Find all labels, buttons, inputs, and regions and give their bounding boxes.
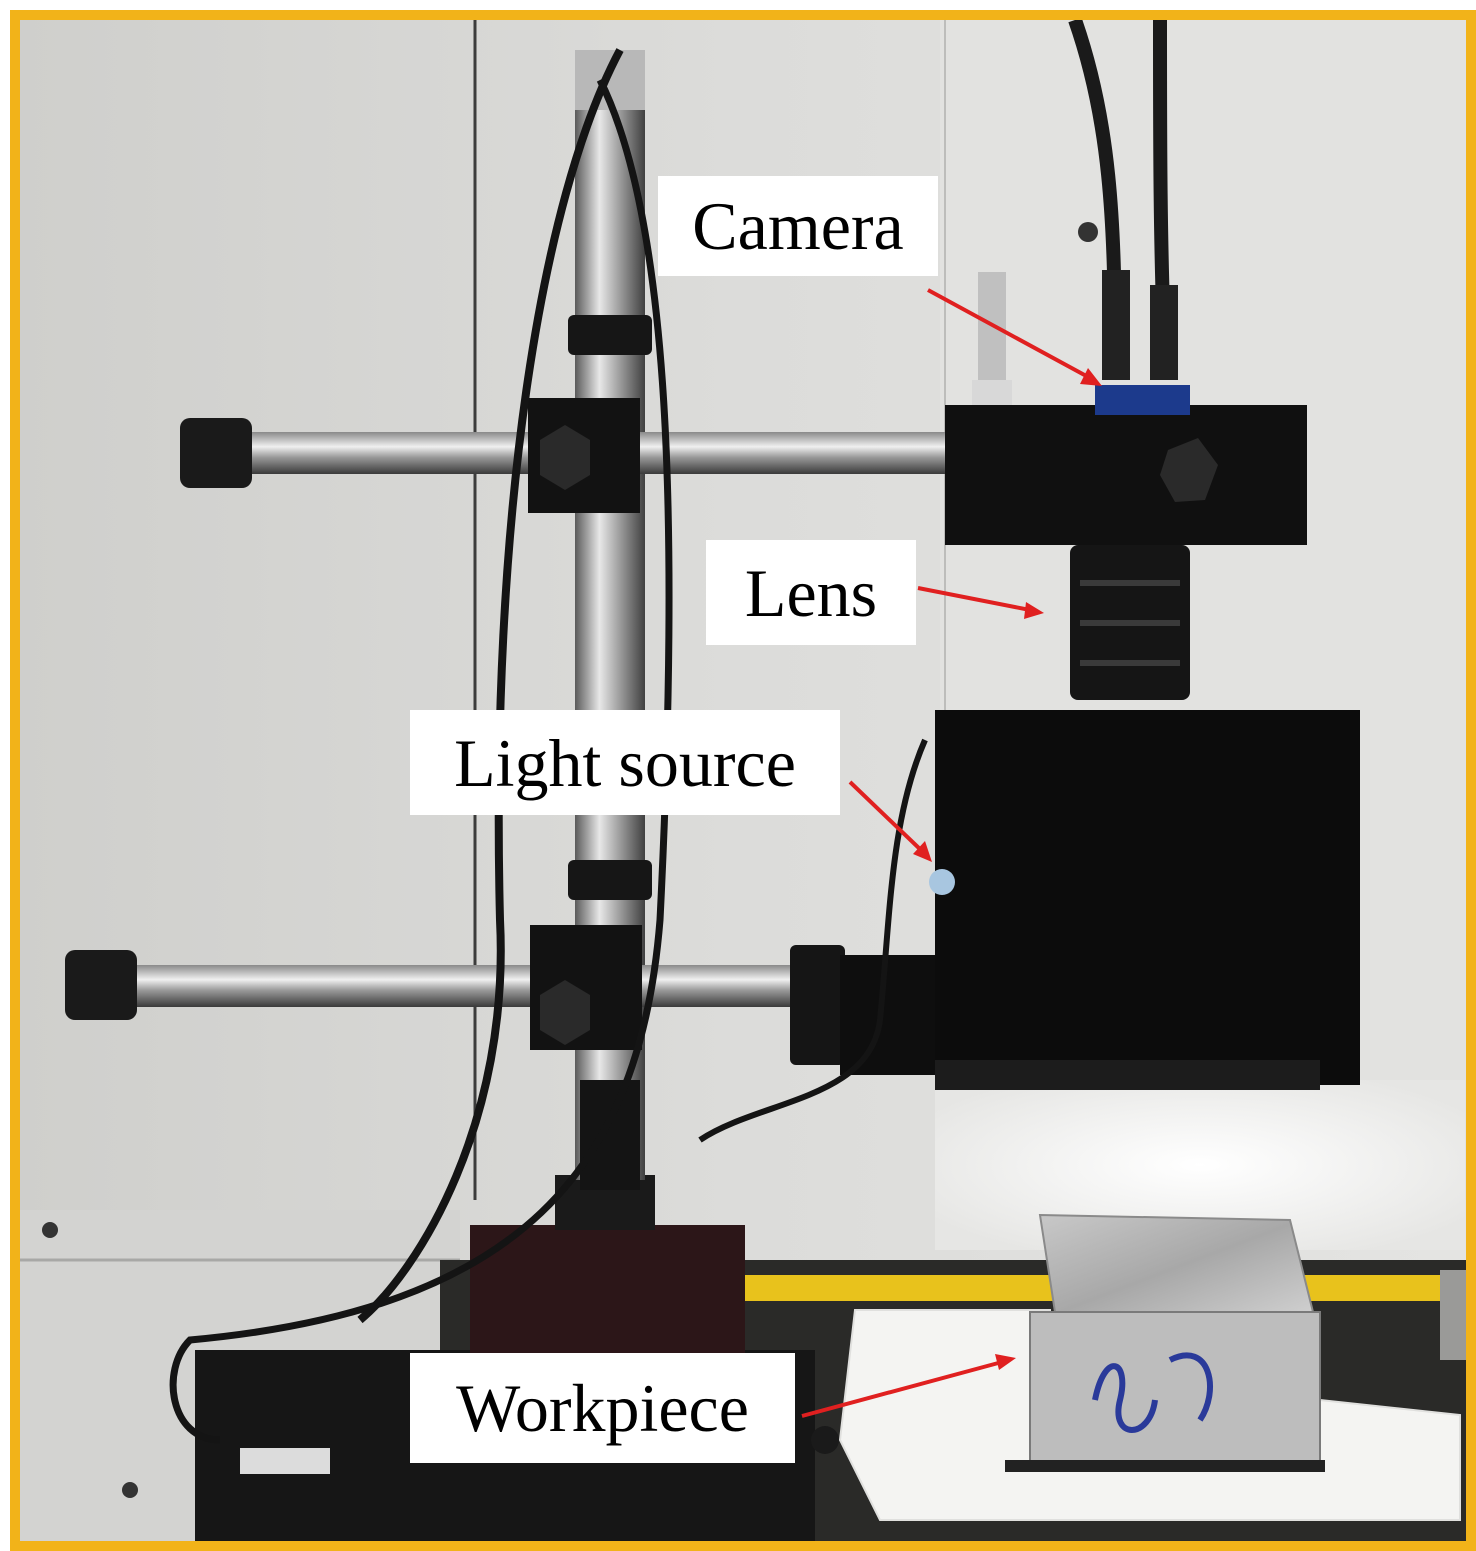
camera-label: Camera	[658, 176, 938, 276]
magnetic-base	[470, 1225, 745, 1365]
workpiece-marking	[1092, 1352, 1213, 1433]
light-source-box	[935, 710, 1360, 1085]
photo-frame: Camera Lens Light source Workpiece	[10, 10, 1476, 1551]
lens-arrow	[917, 586, 1031, 612]
arrows	[801, 288, 1102, 1418]
lower-rod-cap	[65, 950, 137, 1020]
light-source-arrow	[848, 780, 925, 854]
lens-label: Lens	[706, 540, 916, 645]
upper-rod-cap	[180, 418, 252, 488]
camera-mount	[945, 405, 1307, 545]
workpiece-top	[1038, 1213, 1317, 1322]
workpiece-label: Workpiece	[410, 1353, 795, 1463]
wall-screw	[1078, 222, 1098, 242]
camera-arrow	[927, 288, 1091, 380]
light-cable	[698, 738, 928, 1143]
workpiece-arrow	[801, 1360, 1003, 1418]
light-source-label: Light source	[410, 710, 840, 815]
light-source-knob	[929, 869, 955, 895]
workpiece-front	[1029, 1311, 1321, 1463]
